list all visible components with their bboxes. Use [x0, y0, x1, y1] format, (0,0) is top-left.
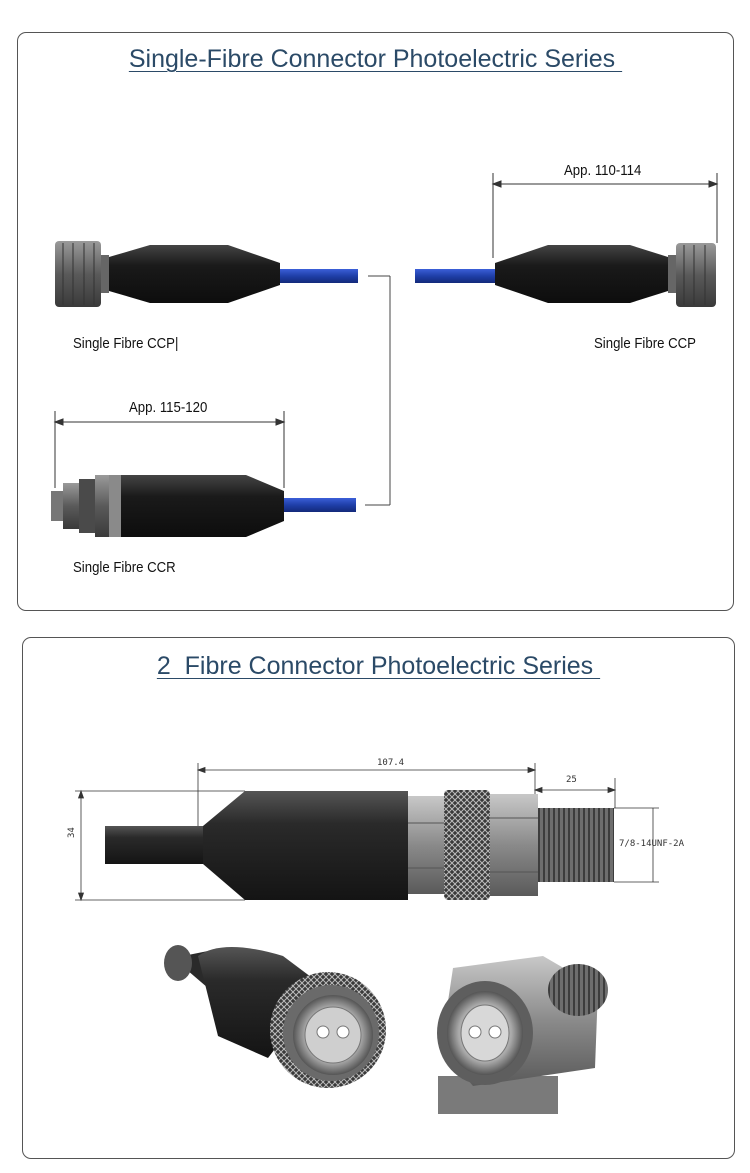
- ccr-cable: [284, 498, 356, 512]
- thread-spec-label: 7/8-14UNF-2A: [619, 839, 685, 849]
- two-fibre-panel: 2 Fibre Connector Photoelectric Series: [22, 637, 735, 1159]
- ccp-length-label: App. 110-114: [564, 162, 642, 179]
- ccp-left-cable: [280, 269, 358, 283]
- ccr-connector: [51, 475, 356, 537]
- ccr-label: Single Fibre CCR: [73, 559, 176, 576]
- ccp-left-boot: [109, 245, 280, 303]
- two-fibre-knurled-nut: [444, 790, 490, 900]
- ccp-right-connector: [415, 243, 716, 307]
- connection-lines: [365, 275, 391, 506]
- single-fibre-panel: Single-Fibre Connector Photoelectric Ser…: [17, 32, 734, 611]
- ccr-length-label: App. 115-120: [129, 399, 208, 416]
- ccp-dimension: [491, 173, 719, 258]
- two-fibre-diagram: [75, 763, 659, 1114]
- ccp-left-nut: [55, 241, 101, 307]
- ccr-dimension: [53, 411, 286, 488]
- length-dimension-label: 107.4: [377, 758, 405, 768]
- ccp-left-connector: [55, 241, 358, 307]
- ccr-boot: [121, 475, 284, 537]
- ccp-right-cable: [415, 269, 495, 283]
- two-fibre-body: [490, 794, 538, 896]
- two-fibre-side-view: [105, 790, 614, 900]
- two-fibre-dimensions: [75, 763, 659, 902]
- diameter-label: 34: [67, 827, 77, 838]
- two-fibre-boot: [203, 791, 408, 900]
- two-fibre-plug-3d: [164, 945, 386, 1088]
- ccp-right-boot: [495, 245, 668, 303]
- two-fibre-sleeve: [408, 796, 444, 894]
- ccp-right-label: Single Fibre CCP: [594, 335, 696, 352]
- two-fibre-cable: [105, 826, 203, 864]
- ccp-left-label: Single Fibre CCP|: [73, 335, 179, 352]
- ccp-right-nut: [676, 243, 716, 307]
- two-fibre-thread: [538, 808, 614, 882]
- section1-title: Single-Fibre Connector Photoelectric Ser…: [128, 45, 623, 73]
- thread-length-label: 25: [566, 775, 577, 785]
- two-fibre-receptacle-3d: [437, 956, 608, 1114]
- section2-title: 2 Fibre Connector Photoelectric Series: [156, 652, 601, 680]
- single-fibre-diagram: [51, 173, 719, 537]
